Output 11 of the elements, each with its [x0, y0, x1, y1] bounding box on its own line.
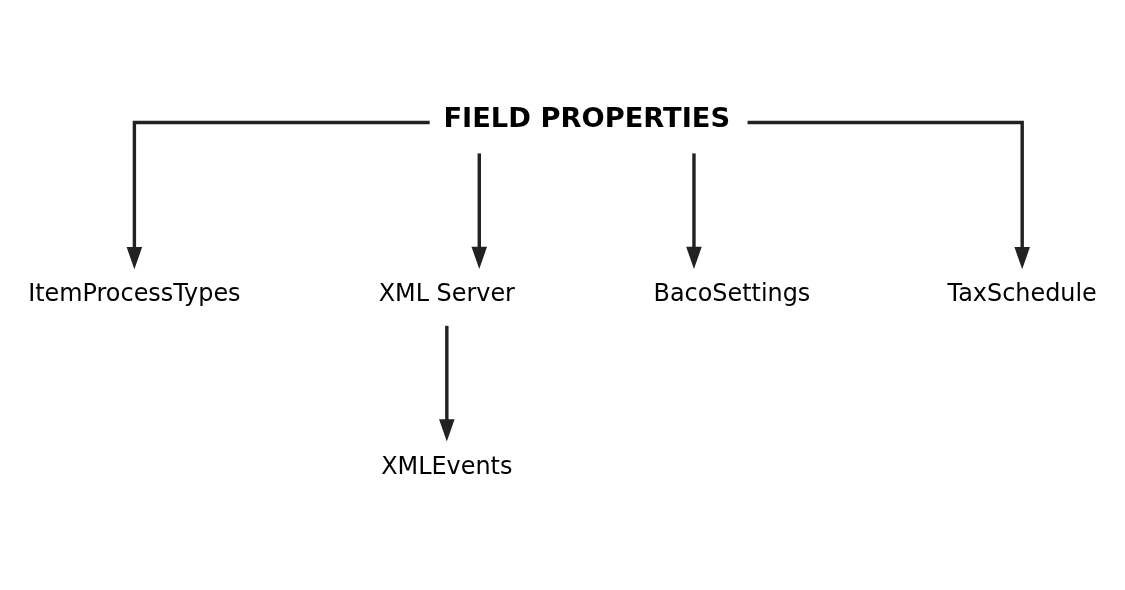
node-text: XMLEvents [381, 451, 513, 480]
node-text: TaxSchedule [947, 279, 1097, 308]
arrow [747, 120, 1030, 270]
node-text: ItemProcessTypes [28, 279, 241, 308]
node-text: FIELD PROPERTIES [443, 102, 731, 134]
node-text: BacoSettings [653, 279, 811, 308]
arrow [686, 153, 702, 270]
node-text: XML Server [378, 279, 515, 308]
arrow [439, 325, 455, 442]
arrow [126, 120, 430, 270]
arrow [471, 153, 488, 270]
